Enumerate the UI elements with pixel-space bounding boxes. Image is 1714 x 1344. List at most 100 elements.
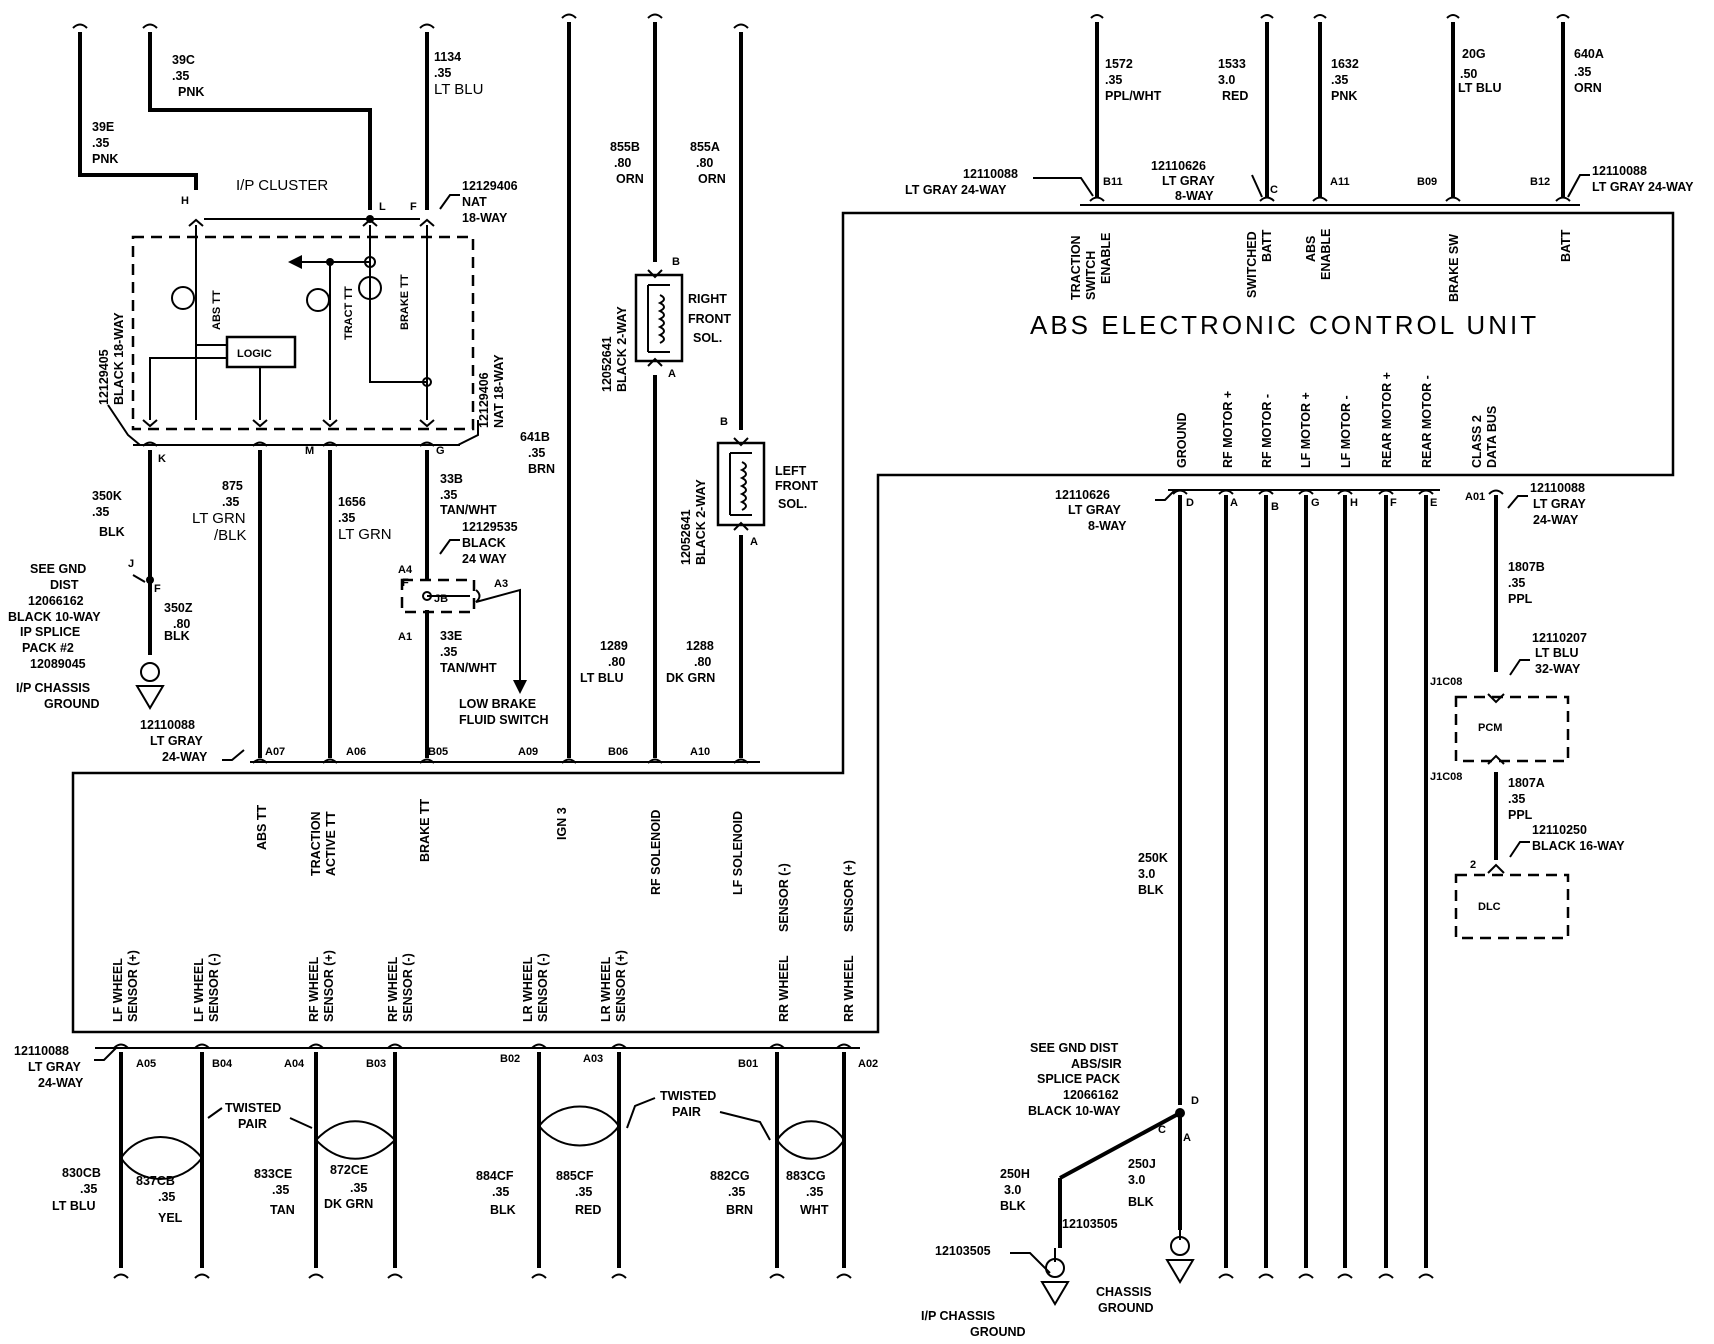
pin-rf-motor-plus: RF MOTOR +	[1221, 391, 1235, 468]
wire-875-color2: /BLK	[214, 527, 247, 544]
pin-traction-switch-enable-2: SWITCH	[1084, 251, 1098, 300]
conn-right-8way-size: 8-WAY	[1088, 519, 1127, 533]
term-b: B	[1271, 501, 1279, 513]
conn-pcm-color: LT BLU	[1535, 646, 1579, 660]
term-d: D	[1186, 497, 1194, 509]
pin-rr-sensor-minus-2: SENSOR (-)	[777, 863, 791, 932]
gnd-dist-left-4: BLACK 10-WAY	[8, 610, 101, 624]
wire-250j-color: BLK	[1128, 1195, 1154, 1209]
conn-left-bottom-part: 12110088	[14, 1044, 69, 1058]
part-12103505-left: 12103505	[935, 1244, 991, 1258]
conn-pcm-size: 32-WAY	[1535, 662, 1581, 676]
term-b02: B02	[500, 1053, 520, 1065]
conn-rf-sol-desc: BLACK 2-WAY	[615, 306, 629, 392]
wire-837cb-color: YEL	[158, 1211, 183, 1225]
pin-rf-sensor-plus-1: RF WHEEL	[307, 956, 321, 1022]
ip-cluster-box	[131, 235, 475, 431]
term-h: H	[1350, 497, 1358, 509]
wire-350z-id: 350Z	[164, 601, 193, 615]
wire-1632-color: PNK	[1331, 89, 1357, 103]
ecu-right-wires: D A B G H F E 12110626 LT GRAY 8-WAY	[1055, 488, 1440, 1279]
splice-gnd-left	[146, 576, 154, 584]
term-g: G	[1311, 497, 1320, 509]
rf-solenoid-box	[634, 273, 684, 363]
wire-884cf-gauge: .35	[492, 1185, 509, 1199]
wire-350z-color: BLK	[164, 629, 190, 643]
term-a04: A04	[284, 1058, 305, 1070]
wire-855a-id: 855A	[690, 140, 720, 154]
term-b05: B05	[428, 746, 448, 758]
wire-830cb-color: LT BLU	[52, 1199, 96, 1213]
gnd-dist-left-5: IP SPLICE	[20, 625, 80, 639]
twisted-pair-2a: TWISTED	[660, 1089, 716, 1103]
conn-lf-sol-part: 12052641	[679, 509, 693, 565]
conn-left-bottom-size: 24-WAY	[38, 1076, 84, 1090]
pin-lf-motor-minus: LF MOTOR -	[1339, 395, 1353, 468]
ecu-top-wires	[1080, 14, 1580, 206]
top-connector-labels: 12110088 LT GRAY 24-WAY 12110626 LT GRAY…	[905, 159, 1694, 203]
wire-350k-color: BLK	[99, 525, 125, 539]
chassis-ground-2: GROUND	[1098, 1301, 1154, 1315]
pin-brake-sw: BRAKE SW	[1447, 234, 1461, 302]
ip-chassis-ground-left-2: GROUND	[44, 697, 100, 711]
wire-883cg-gauge: .35	[806, 1185, 823, 1199]
pin-lr-sensor-plus-1: LR WHEEL	[599, 956, 613, 1022]
pin-lf-sensor-minus-2: SENSOR (-)	[207, 953, 221, 1022]
wire-640a-gauge: .35	[1574, 65, 1591, 79]
dlc-label: DLC	[1478, 901, 1501, 913]
ip-cluster-label: I/P CLUSTER	[236, 177, 328, 194]
wire-855b-gauge: .80	[614, 156, 631, 170]
conn-right-8way-part: 12110626	[1055, 488, 1110, 502]
pcm-label: PCM	[1478, 722, 1502, 734]
wire-855b-id: 855B	[610, 140, 640, 154]
conn-pcm-part: 12110207	[1532, 631, 1587, 645]
wire-250j-id: 250J	[1128, 1157, 1156, 1171]
wire-39c-id: 39C	[172, 53, 195, 67]
top-wire-labels: 1572 .35 PPL/WHT 1533 3.0 RED 1632 .35 P…	[1105, 47, 1604, 103]
wire-872ce-id: 872CE	[330, 1163, 368, 1177]
pin-brake-tt: BRAKE TT	[418, 798, 432, 862]
ground-symbol-ip-left	[135, 662, 165, 710]
pin-traction-active-tt-2: ACTIVE TT	[324, 811, 338, 876]
wire-1632-id: 1632	[1331, 57, 1359, 71]
wire-884cf-id: 884CF	[476, 1169, 514, 1183]
pin-abs-enable-1: ABS	[1304, 236, 1318, 262]
wire-883cg-color: WHT	[800, 1203, 829, 1217]
wire-250h-gauge: 3.0	[1004, 1183, 1021, 1197]
wire-1289-id: 1289	[600, 639, 628, 653]
splice-d: D	[1191, 1095, 1199, 1107]
dlc-pin-2: 2	[1470, 859, 1476, 871]
term-a07: A07	[265, 746, 285, 758]
cluster-pin-g: G	[436, 445, 445, 457]
wire-855a-color: ORN	[698, 172, 726, 186]
pin-rf-sensor-minus-2: SENSOR (-)	[401, 953, 415, 1022]
pin-rr-sensor-plus-1: RR WHEEL	[842, 955, 856, 1022]
conn-right-24way-color: LT GRAY	[1533, 497, 1586, 511]
lf-sol-label-2: FRONT	[775, 479, 818, 493]
lf-sol-label-3: SOL.	[778, 497, 807, 511]
wire-20g-id: 20G	[1462, 47, 1486, 61]
pin-ground: GROUND	[1175, 412, 1189, 468]
wire-1807b-color: PPL	[1508, 592, 1533, 606]
wire-1533-color: RED	[1222, 89, 1248, 103]
pin-lf-motor-plus: LF MOTOR +	[1299, 392, 1313, 468]
conn-lf-sol-desc: BLACK 2-WAY	[694, 479, 708, 565]
pin-f-gnd: F	[154, 583, 161, 595]
conn-cluster-18way-part: 12129406	[462, 179, 518, 193]
wire-872ce-gauge: .35	[350, 1181, 367, 1195]
chassis-ground-1: CHASSIS	[1096, 1285, 1152, 1299]
wire-1533-id: 1533	[1218, 57, 1246, 71]
gnd-dist-right-1: SEE GND DIST	[1030, 1041, 1119, 1055]
tract-tt-label: TRACT TT	[343, 286, 355, 340]
wire-1533-gauge: 3.0	[1218, 73, 1235, 87]
dlc-box	[1454, 873, 1570, 940]
gnd-dist-left-6: PACK #2	[22, 641, 74, 655]
pin-rf-sensor-minus-1: RF WHEEL	[386, 956, 400, 1022]
wire-1288-id: 1288	[686, 639, 714, 653]
wire-33e-id: 33E	[440, 629, 462, 643]
wire-875-gauge: .35	[222, 495, 239, 509]
wire-882cg-gauge: .35	[728, 1185, 745, 1199]
ecu-right-pin-labels: GROUND RF MOTOR + RF MOTOR - LF MOTOR + …	[1175, 372, 1499, 468]
pin-lf-sensor-minus-1: LF WHEEL	[192, 958, 206, 1022]
